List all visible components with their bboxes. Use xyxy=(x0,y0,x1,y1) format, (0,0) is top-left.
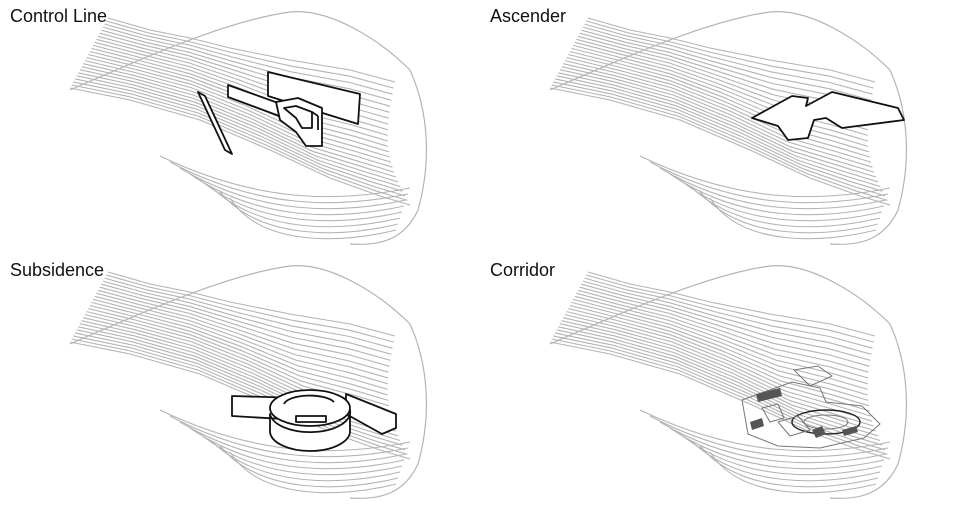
contour-line xyxy=(700,446,878,487)
contour-line xyxy=(640,156,890,197)
ascender-structure xyxy=(752,92,904,140)
terrain-diagram xyxy=(480,0,960,253)
contour-terrain xyxy=(550,12,906,245)
contour-line xyxy=(106,21,393,88)
contour-line xyxy=(586,21,873,88)
terrain-diagram xyxy=(0,254,480,507)
contour-line xyxy=(160,156,410,197)
contour-terrain xyxy=(70,12,426,245)
contour-line xyxy=(583,27,871,100)
panel-control-line: Control Line xyxy=(0,0,480,253)
contour-terrain xyxy=(70,266,426,499)
contour-line xyxy=(103,281,391,354)
contour-line xyxy=(103,27,391,100)
contour-line xyxy=(550,342,890,459)
terrain-diagram xyxy=(480,254,960,507)
panel-ascender: Ascender xyxy=(480,0,960,253)
subsidence-structure xyxy=(232,390,396,451)
contour-line xyxy=(583,281,871,354)
panel-subsidence: Subsidence xyxy=(0,254,480,507)
contour-line xyxy=(567,312,870,411)
terrain-diagram xyxy=(0,0,480,253)
contour-line xyxy=(106,275,393,342)
contour-terrain xyxy=(550,266,906,499)
contour-line xyxy=(220,446,398,487)
panel-corridor: Corridor xyxy=(480,254,960,507)
contour-line xyxy=(586,275,873,342)
